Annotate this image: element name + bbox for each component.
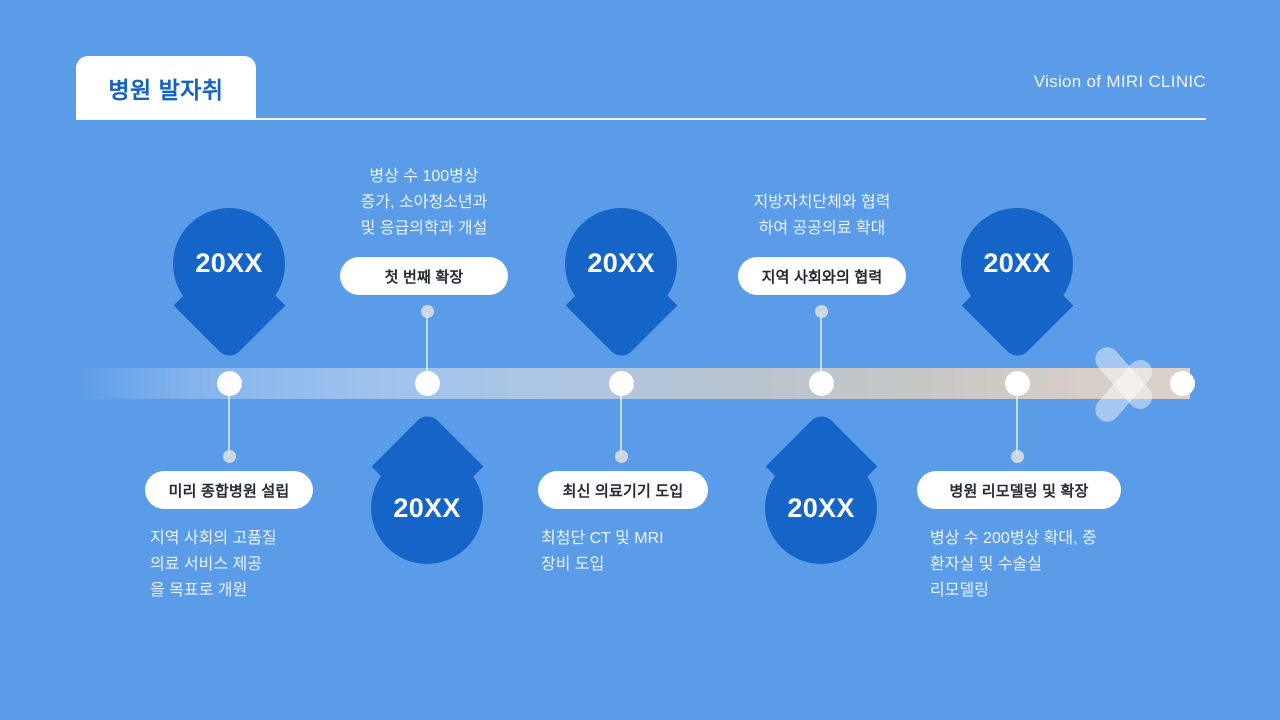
description-line: 환자실 및 수술실	[930, 556, 1042, 573]
connector-line-4	[820, 312, 822, 376]
timeline-pill-label-5: 병원 리모델링 및 확장	[949, 482, 1089, 500]
description-line: 증가, 소아청소년과	[360, 194, 488, 211]
page-title-box: 병원 발자취	[76, 56, 256, 119]
pin-body-5	[961, 208, 1073, 320]
connector-endcap-2	[420, 305, 434, 318]
timeline-description-1: 지역 사회의 고품질 의료 서비스 제공 을 목표로 개원	[150, 526, 360, 604]
timeline-pill-label-4: 지역 사회와의 협력	[761, 268, 883, 286]
pin-year-2: 20XX	[393, 493, 461, 523]
pin-year-4: 20XX	[787, 493, 855, 523]
connector-endcap-1	[222, 450, 236, 463]
page-header: 병원 발자취 Vision of MIRI CLINIC	[0, 0, 1280, 130]
timeline-pill-label-2: 첫 번째 확장	[384, 268, 464, 286]
timeline-arrow-tip-dot	[1169, 371, 1195, 396]
timeline-description-3: 최첨단 CT 및 MRI 장비 도입	[541, 526, 761, 578]
connector-line-5	[1016, 384, 1018, 456]
connector-line-1	[228, 384, 230, 456]
page-title: 병원 발자취	[108, 76, 224, 103]
pin-year-3: 20XX	[587, 248, 655, 278]
timeline-pin-5[interactable]: 20XX	[961, 208, 1073, 362]
pin-body-3	[565, 208, 677, 320]
timeline-description-5: 병상 수 200병상 확대, 중 환자실 및 수술실 리모델링	[930, 526, 1160, 604]
timeline-pill-4[interactable]: 지역 사회와의 협력	[738, 257, 906, 295]
timeline-pill-3[interactable]: 최신 의료기기 도입	[538, 471, 708, 509]
header-divider	[76, 118, 1206, 120]
timeline-description-4: 지방자치단체와 협력 하여 공공의료 확대	[720, 190, 924, 242]
connector-endcap-3	[614, 450, 628, 463]
description-line: 장비 도입	[541, 556, 605, 573]
description-line: 지역 사회의 고품질	[150, 530, 277, 547]
timeline-node-dot-5[interactable]	[1004, 371, 1030, 396]
timeline-pin-2[interactable]: 20XX	[371, 410, 483, 564]
timeline-pill-1[interactable]: 미리 종합병원 설립	[145, 471, 313, 509]
timeline-pin-3[interactable]: 20XX	[565, 208, 677, 362]
timeline-node-dot-4[interactable]	[808, 371, 834, 396]
description-line: 지방자치단체와 협력	[753, 194, 891, 211]
timeline-node-dot-3[interactable]	[608, 371, 634, 396]
pin-year-5: 20XX	[983, 248, 1051, 278]
description-line: 및 응급의학과 개설	[360, 220, 488, 237]
timeline-node-dot-1[interactable]	[216, 371, 242, 396]
timeline-node-dot-2[interactable]	[414, 371, 440, 396]
pin-year-1: 20XX	[195, 248, 263, 278]
timeline-description-2: 병상 수 100병상 증가, 소아청소년과 및 응급의학과 개설	[323, 164, 525, 242]
timeline-pin-4[interactable]: 20XX	[765, 410, 877, 564]
description-line: 의료 서비스 제공	[150, 556, 262, 573]
timeline-pill-label-1: 미리 종합병원 설립	[168, 482, 290, 500]
header-subtitle: Vision of MIRI CLINIC	[1033, 72, 1206, 91]
description-line: 을 목표로 개원	[150, 582, 248, 599]
pin-body-2	[371, 452, 483, 564]
connector-endcap-4	[814, 305, 828, 318]
timeline-pill-label-3: 최신 의료기기 도입	[562, 482, 684, 500]
description-line: 하여 공공의료 확대	[758, 220, 886, 237]
timeline-pin-1[interactable]: 20XX	[173, 208, 285, 362]
description-line: 병상 수 200병상 확대, 중	[930, 530, 1097, 547]
connector-line-2	[426, 312, 428, 376]
connector-endcap-5	[1010, 450, 1024, 463]
timeline-pill-2[interactable]: 첫 번째 확장	[340, 257, 508, 295]
timeline-pill-5[interactable]: 병원 리모델링 및 확장	[917, 471, 1121, 509]
description-line: 리모델링	[930, 582, 989, 599]
description-line: 병상 수 100병상	[369, 168, 479, 185]
pin-body-1	[173, 208, 285, 320]
pin-body-4	[765, 452, 877, 564]
description-line: 최첨단 CT 및 MRI	[541, 530, 664, 547]
connector-line-3	[620, 384, 622, 456]
